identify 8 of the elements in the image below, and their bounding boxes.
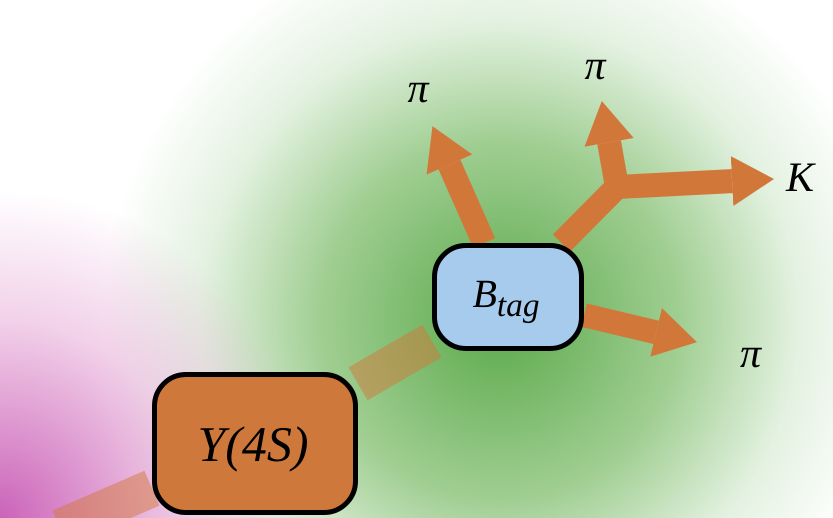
- particle-box: Υ(4S): [152, 372, 358, 515]
- particle-label: π: [572, 45, 622, 103]
- decay-arrow: [552, 156, 774, 252]
- decay-arrow: [581, 303, 697, 357]
- particle-label: π: [695, 325, 765, 375]
- particle-label: K: [772, 150, 832, 205]
- particle-box: B$_{tag}$: [432, 243, 584, 351]
- particle-label: π: [395, 68, 445, 128]
